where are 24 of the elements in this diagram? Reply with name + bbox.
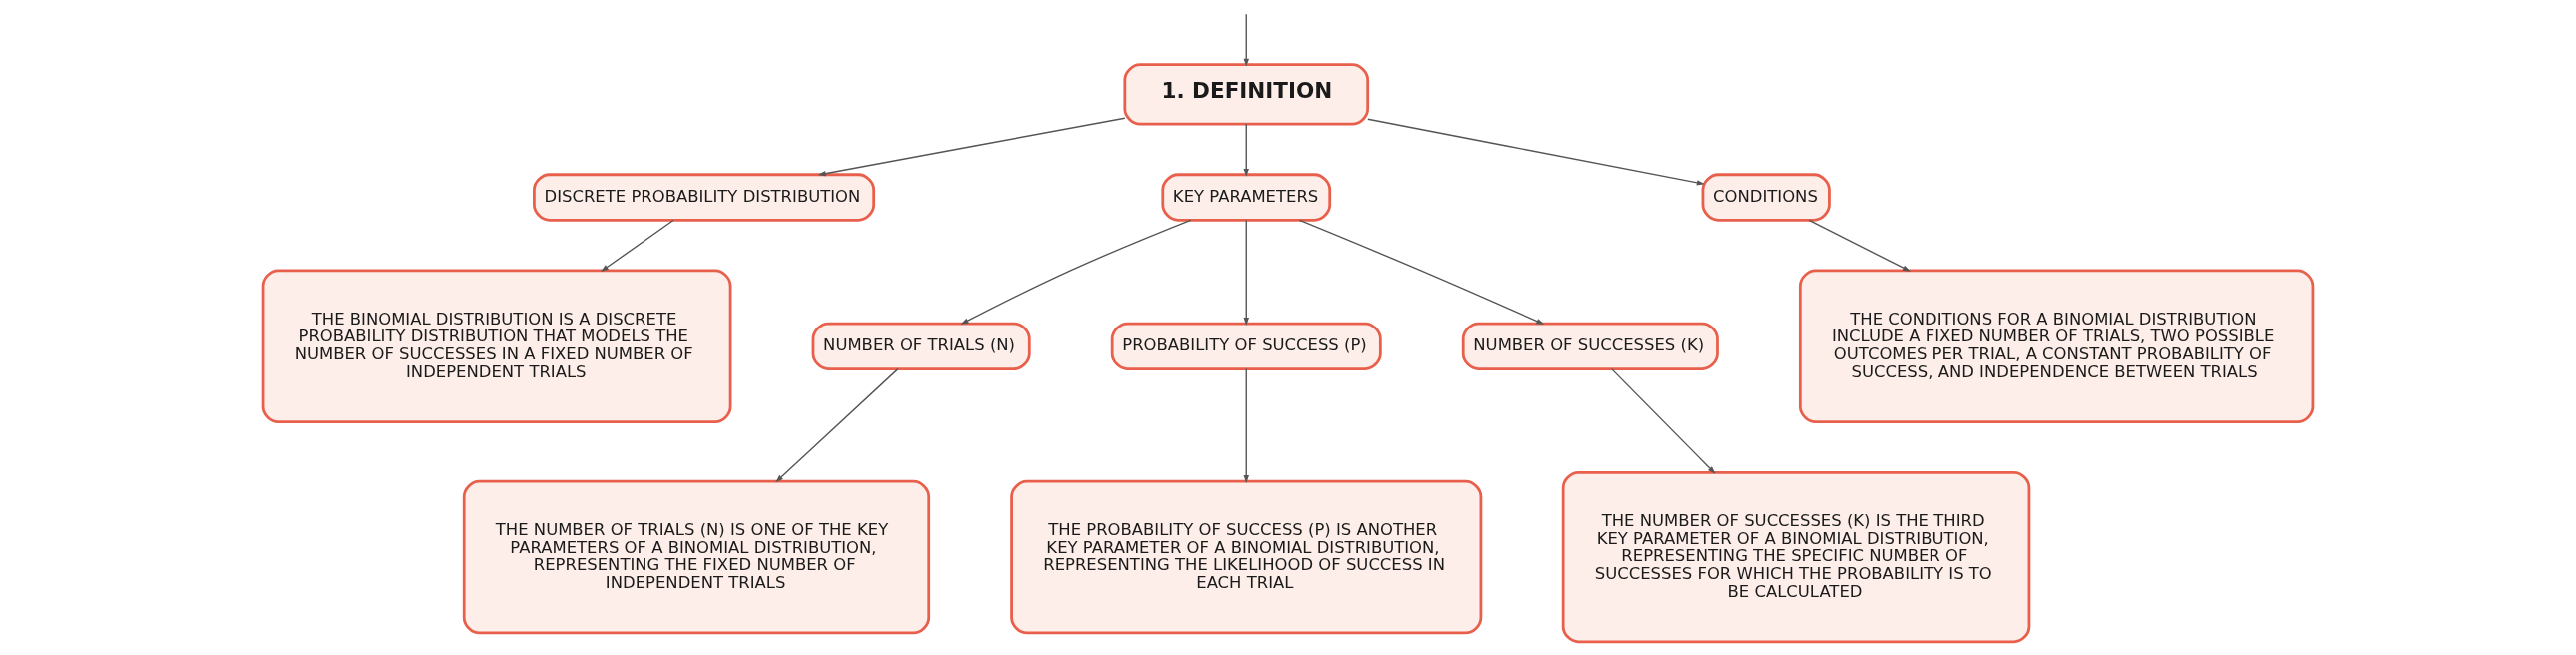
node-box: PROBABILITY OF SUCCESS (P) bbox=[1110, 322, 1382, 370]
arrow bbox=[1243, 367, 1249, 483]
node-box: KEY PARAMETERS bbox=[1161, 173, 1332, 222]
node-box: THE NUMBER OF TRIALS (N) IS ONE OF THE KEY PARAMETERS OF A BINOMIAL DISTRIBUTION, REPRESENTING THE FIXED NUMBER OF INDEPENDENT TRIALS bbox=[462, 479, 931, 635]
node-box: THE NUMBER OF SUCCESSES (K) IS THE THIRD KEY PARAMETER OF A BINOMIAL DISTRIBUTION, REPRESENTING THE SPECIFIC NUMBER OF SUCCESSES FOR WHICH THE PROBABILITY IS TO BE CALCULATED bbox=[1561, 470, 2031, 644]
arrow bbox=[1610, 367, 1716, 474]
node-box: NUMBER OF SUCCESSES (K) bbox=[1461, 322, 1719, 370]
arrow bbox=[1298, 219, 1545, 325]
arrow bbox=[1243, 13, 1249, 67]
node-box: DISCRETE PROBABILITY DISTRIBUTION bbox=[533, 173, 876, 222]
arrow bbox=[775, 367, 899, 483]
arrow bbox=[601, 219, 674, 272]
arrow bbox=[817, 117, 1126, 177]
node-box: THE PROBABILITY OF SUCCESS (P) IS ANOTHER KEY PARAMETER OF A BINOMIAL DISTRIBUTION, REPRESENTING THE LIKELIHOOD OF SUCCESS IN EACH TRIAL bbox=[1010, 479, 1483, 635]
arrow bbox=[1243, 123, 1249, 177]
arrow bbox=[1367, 118, 1705, 186]
node-box: NUMBER OF TRIALS (N) bbox=[811, 322, 1031, 370]
arrow bbox=[1243, 219, 1249, 326]
node-box: 1. DEFINITION bbox=[1123, 63, 1370, 126]
node-box: CONDITIONS bbox=[1701, 173, 1831, 222]
node-box: THE CONDITIONS FOR A BINOMIAL DISTRIBUTION INCLUDE A FIXED NUMBER OF TRIALS, TWO POSSIBLE OUTCOMES PER TRIAL, A CONSTANT PROBABILITY OF SUCCESS, AND INDEPENDENCE BETWEEN TRIALS bbox=[1798, 269, 2315, 424]
node-box: THE BINOMIAL DISTRIBUTION IS A DISCRETE PROBABILITY DISTRIBUTION THAT MODELS THE NUMBER OF SUCCESSES IN A FIXED NUMBER OF INDEPENDENT TRIALS bbox=[261, 269, 732, 424]
arrow bbox=[960, 219, 1192, 325]
arrow bbox=[1808, 219, 1911, 272]
